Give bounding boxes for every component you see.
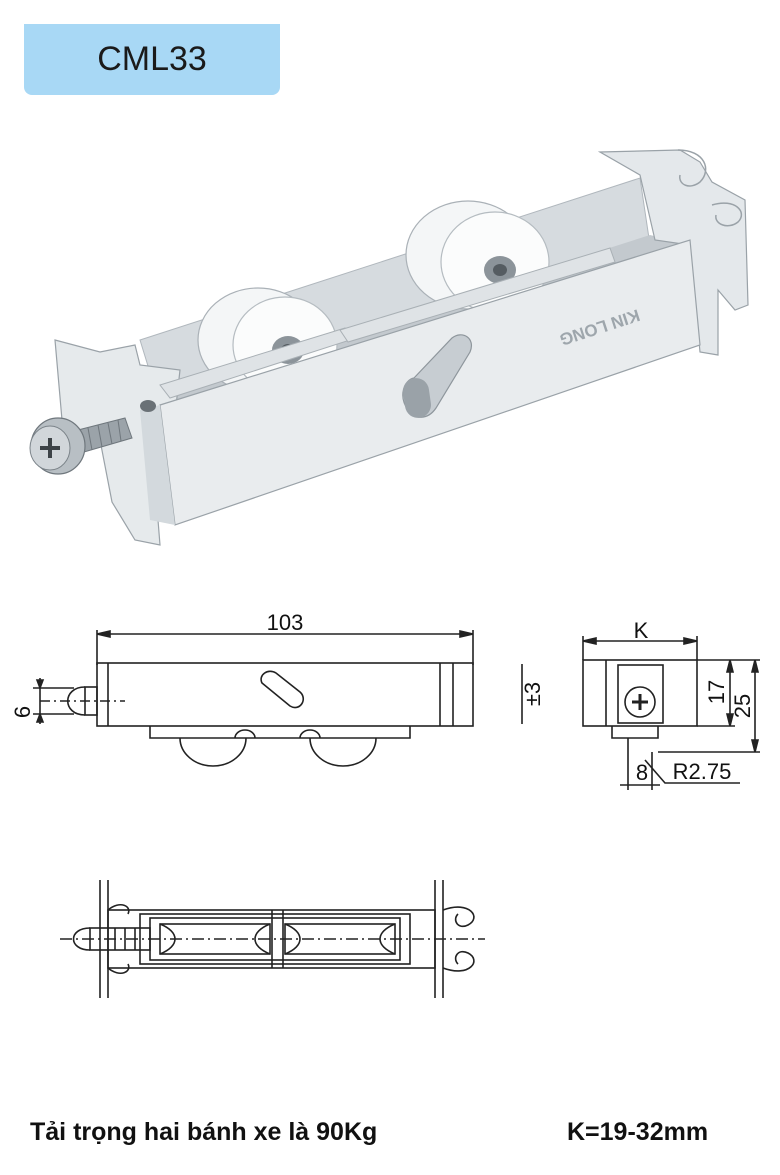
product-render: KIN LONG — [29, 149, 749, 546]
radius-dimension: R2.75 — [673, 759, 732, 784]
top-view-drawing — [60, 880, 485, 998]
product-code: CML33 — [97, 40, 207, 78]
load-capacity-caption: Tải trọng hai bánh xe là 90Kg — [30, 1118, 378, 1146]
k-range-caption: K=19-32mm — [567, 1118, 709, 1146]
length-dimension: 103 — [267, 610, 304, 635]
side-view-drawing — [33, 629, 474, 767]
adjustment-screw — [29, 400, 156, 475]
width-k-dimension: K — [634, 618, 649, 643]
adjust-dimension: ±3 — [520, 682, 545, 706]
groove-8-dimension: 8 — [636, 760, 648, 785]
product-code-badge: CML33 — [24, 24, 280, 95]
screw-dimension: 6 — [10, 706, 35, 718]
height-17-dimension: 17 — [704, 680, 729, 704]
end-view-drawing — [582, 636, 760, 790]
height-25-dimension: 25 — [730, 694, 755, 718]
